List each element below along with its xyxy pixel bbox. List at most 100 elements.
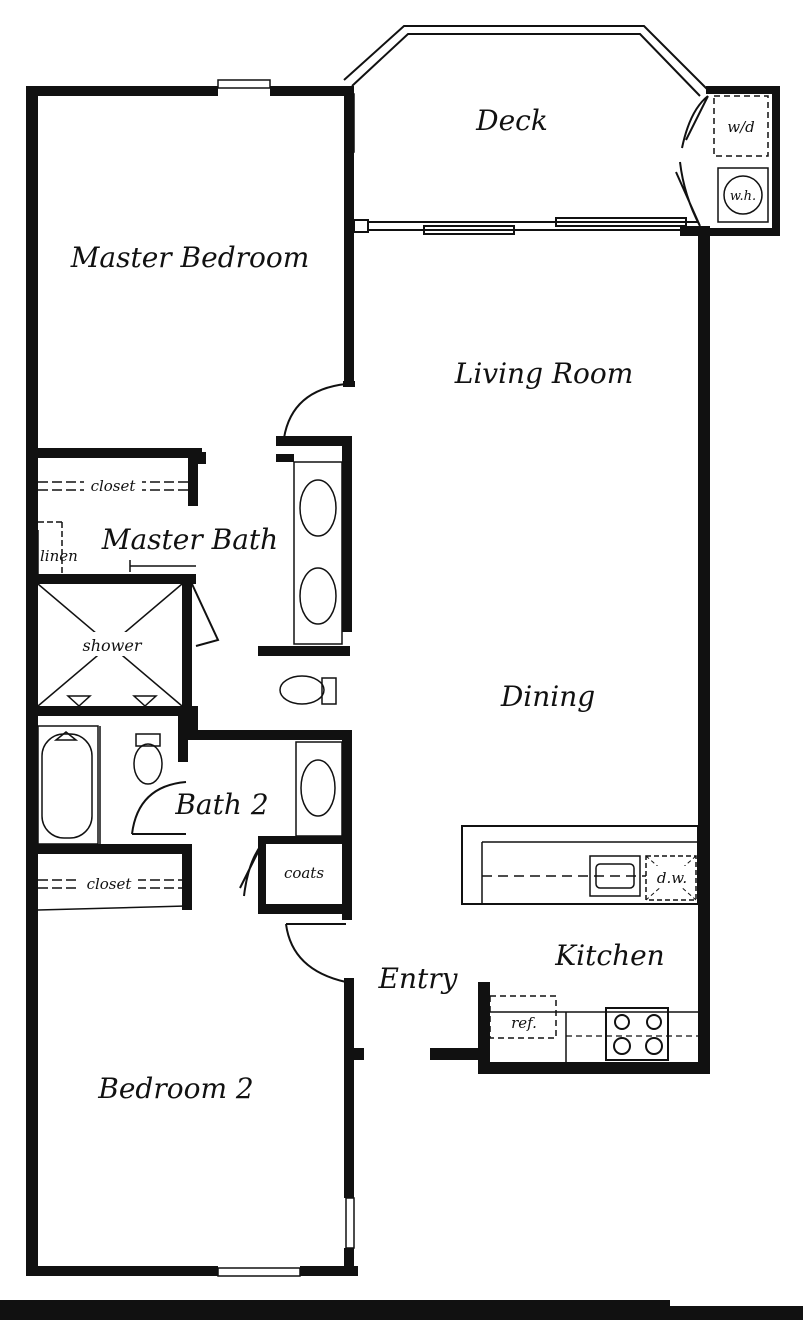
shower-label-bg: [76, 632, 148, 656]
exterior-walls: [26, 86, 780, 1276]
toilet-master-tank: [321, 677, 337, 705]
utility-doors: [675, 95, 709, 227]
page-rule: [0, 1300, 803, 1320]
linen-closet: [37, 521, 196, 574]
refrigerator-label: ref.: [511, 1014, 537, 1032]
wall-bottom-right: [300, 1266, 358, 1276]
toilet-master: [279, 675, 325, 705]
deck-outline: [343, 25, 711, 235]
vanity-wall-left: [276, 454, 294, 462]
vanity-counter: [293, 461, 343, 645]
master-bedroom-door: [283, 381, 355, 439]
coats-label: coats: [284, 864, 324, 882]
wall-bedroom2-right-low: [344, 1248, 354, 1276]
burner-4: [645, 1037, 663, 1055]
wall-master-top-right: [270, 86, 354, 96]
page-rule-gap: [670, 1300, 803, 1306]
wall-utility-top: [706, 86, 780, 94]
shower-drain-right: [132, 695, 158, 708]
wall-master-living: [344, 86, 354, 382]
coats-closet: coats: [239, 836, 352, 914]
bath2-partition: [178, 716, 188, 762]
water-heater-box: [717, 167, 769, 223]
washer-dryer-box: [713, 95, 769, 157]
bath2-wall-bottom: [26, 844, 192, 854]
room-label-master-bath: Master Bath: [101, 523, 278, 556]
shower: shower: [26, 574, 220, 716]
wall-entry-stub: [430, 1048, 480, 1060]
utility-door-upper: [681, 95, 709, 149]
refrigerator-box: [489, 995, 557, 1039]
shower-drain-left: [66, 695, 92, 708]
tub-inner: [41, 733, 93, 839]
closet-wall-knob: [196, 452, 206, 464]
sink-lower: [299, 567, 337, 625]
window-bedroom2-right: [345, 1197, 355, 1249]
dishwasher-label-bg: [650, 866, 694, 888]
window-master-deck: [345, 93, 355, 153]
wall-entry-jamb: [354, 1048, 364, 1060]
wall-living-right: [698, 230, 710, 1072]
wall-kitchen-bottom: [478, 1062, 710, 1074]
tub-drain: [53, 731, 79, 741]
water-heater-icon: [723, 175, 763, 215]
sink-upper: [299, 479, 337, 537]
closet-wall-top: [26, 448, 202, 458]
shower-wall-bottom: [26, 706, 198, 716]
room-label-master-bedroom: Master Bedroom: [70, 241, 310, 274]
slider-jamb: [353, 219, 369, 233]
kitchen-sink: [589, 855, 641, 897]
bath2-wall-top: [188, 730, 352, 740]
utility-door-lower: [675, 161, 701, 227]
closet-label-bg: [84, 474, 142, 496]
room-label-bath2: Bath 2: [174, 788, 268, 821]
range: [605, 1007, 669, 1061]
closet2-door-line: [37, 905, 187, 911]
room-label-dining: Dining: [500, 680, 595, 713]
dishwasher-box: [645, 855, 697, 901]
closet-bedroom2-label: closet: [87, 875, 133, 893]
shower-door: [191, 583, 220, 647]
shower-label: shower: [83, 636, 143, 655]
master-vanity: [258, 454, 350, 705]
water-heater-label: w.h.: [730, 189, 756, 204]
wall-hall-upper: [276, 436, 352, 446]
washer-dryer-label: w/d: [727, 118, 755, 136]
window-bedroom2-bottom: [217, 1267, 301, 1277]
closet2-label-bg: [80, 872, 138, 894]
windows: [217, 79, 355, 1277]
wall-master-top: [26, 86, 218, 96]
kitchen-fixtures: d.w. ref.: [461, 825, 699, 1062]
burner-3: [613, 1037, 631, 1055]
kitchen-island: [461, 825, 699, 905]
room-label-entry: Entry: [378, 962, 459, 995]
toilet-bath2: [133, 743, 163, 785]
slider-panel-b: [555, 217, 687, 227]
bedroom2-door-swing: [285, 923, 347, 983]
room-label-deck: Deck: [475, 104, 548, 137]
window-master-top: [217, 79, 271, 89]
wall-kitchen-left: [478, 982, 490, 1074]
shower-wall-right: [182, 574, 192, 714]
kitchen-sink-basin: [595, 863, 635, 889]
bath2-door-swing: [131, 781, 187, 835]
dishwasher-label: d.w.: [657, 869, 687, 887]
deck-rail-inner: [351, 33, 701, 97]
sink-bath2: [300, 759, 336, 817]
bath2-wall-left: [188, 706, 198, 740]
master-closet: closet: [26, 448, 206, 506]
linen-label: linen: [40, 547, 78, 565]
coats-wall-bottom: [258, 904, 352, 914]
slider-panel-a: [423, 225, 515, 235]
closet-master-label: closet: [91, 477, 137, 495]
bath2-wall-right: [342, 730, 352, 920]
room-label-living-room: Living Room: [454, 357, 634, 390]
wall-utility-right: [772, 86, 780, 236]
room-label-bedroom2: Bedroom 2: [97, 1072, 253, 1105]
coats-door: [239, 843, 263, 897]
deck-rail-outer: [343, 25, 711, 93]
wall-left: [26, 86, 38, 1274]
wall-utility-bottom: [706, 228, 780, 236]
room-label-kitchen: Kitchen: [554, 939, 664, 972]
